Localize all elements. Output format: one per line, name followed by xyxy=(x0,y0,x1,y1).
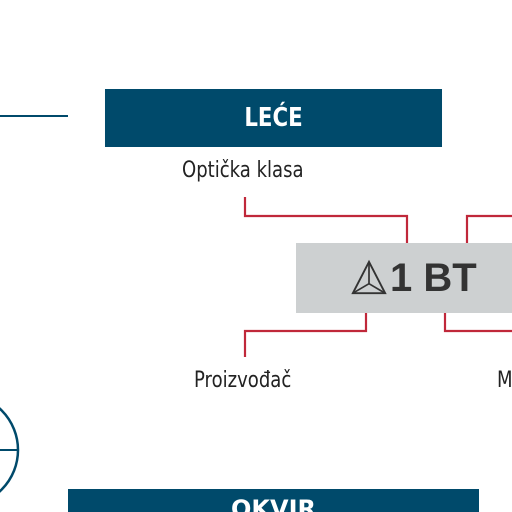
triangle-mark-icon xyxy=(351,259,387,295)
globe-icon xyxy=(0,407,20,493)
optical-class-connector xyxy=(243,197,409,253)
lens-section-banner: LEĆE xyxy=(104,89,443,147)
manufacturer-label: Proizvođač xyxy=(194,368,292,393)
marking-code: 1 BT xyxy=(350,256,477,300)
optical-class-label: Optička klasa xyxy=(182,158,304,183)
right-upper-connector xyxy=(465,214,512,253)
marking-code-box xyxy=(296,243,512,313)
frame-section-banner: OKVIR xyxy=(68,489,479,512)
lens-section-title: LEĆE xyxy=(244,103,303,133)
manufacturer-connector xyxy=(243,303,368,357)
partial-right-label: M xyxy=(497,368,512,393)
marking-code-text: 1 BT xyxy=(390,255,477,300)
